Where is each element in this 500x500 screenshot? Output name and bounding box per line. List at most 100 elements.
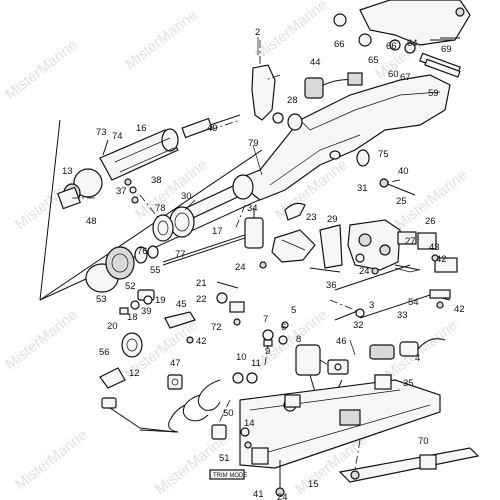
throttle-shaft xyxy=(152,174,254,242)
label-30: 30 xyxy=(181,191,192,202)
label-8: 8 xyxy=(296,334,301,345)
bolt-42 xyxy=(186,336,194,344)
watermark-text: MisterMarine xyxy=(12,426,91,493)
label-45: 45 xyxy=(176,299,187,310)
knob-12 xyxy=(99,332,143,389)
label-21: 21 xyxy=(196,278,207,289)
label-60: 60 xyxy=(388,69,399,80)
label-74: 74 xyxy=(112,131,123,142)
label-17: 17 xyxy=(212,226,223,237)
label-10: 10 xyxy=(236,352,247,363)
label-66-b: 66 xyxy=(386,41,397,52)
gear-78 xyxy=(152,214,174,242)
bush-28 xyxy=(287,113,303,131)
label-11: 11 xyxy=(251,358,261,369)
tiller-arm-79 xyxy=(233,74,451,201)
label-51: 51 xyxy=(219,453,230,464)
watermark-text: MisterMarine xyxy=(2,306,81,373)
label-49: 49 xyxy=(207,123,218,134)
label-59: 59 xyxy=(428,88,439,99)
label-79: 79 xyxy=(248,138,259,149)
label-5: 5 xyxy=(291,305,296,316)
label-77: 77 xyxy=(175,249,186,260)
label-19: 19 xyxy=(155,295,166,306)
part-35 xyxy=(374,374,392,390)
label-54: 54 xyxy=(408,297,419,308)
label-33: 33 xyxy=(397,310,408,321)
label-41: 41 xyxy=(253,489,264,500)
label-47: 47 xyxy=(170,358,181,369)
label-69: 69 xyxy=(441,44,452,55)
part-number-labels: 2 3 4 5 6 7 8 9 10 11 12 13 14 15 16 17 … xyxy=(62,27,465,500)
bolt-24 xyxy=(371,267,379,275)
label-6: 6 xyxy=(281,322,286,333)
label-40: 40 xyxy=(398,166,409,177)
bolt-40 xyxy=(329,149,416,196)
watermark-text: MisterMarine xyxy=(2,36,81,103)
bottom-cover-15 xyxy=(239,379,441,469)
label-36: 36 xyxy=(326,280,337,291)
bolt-24 xyxy=(259,261,267,269)
bracket-29 xyxy=(309,224,343,273)
grip-end-parts xyxy=(85,245,159,293)
watermark-text: MisterMarine xyxy=(152,431,231,498)
bracket-34 xyxy=(244,208,264,249)
label-29: 29 xyxy=(327,214,338,225)
label-52: 52 xyxy=(125,281,136,292)
label-24-b: 24 xyxy=(359,266,370,277)
gear-30 xyxy=(169,206,195,238)
label-3: 3 xyxy=(369,300,374,311)
label-73: 73 xyxy=(96,127,107,138)
label-37: 37 xyxy=(116,186,127,197)
bolt-59 xyxy=(424,58,461,78)
label-67: 67 xyxy=(400,72,411,83)
label-50: 50 xyxy=(223,408,234,419)
label-26: 26 xyxy=(425,216,436,227)
label-55: 55 xyxy=(150,265,161,276)
label-24-c: 24 xyxy=(277,492,288,500)
stop-switch-cord xyxy=(139,372,258,433)
bracket-70 xyxy=(338,447,480,483)
trim-mode-label: TRIM MODE xyxy=(213,473,247,479)
label-31: 31 xyxy=(357,183,368,194)
mechanism-27 xyxy=(347,219,417,271)
watermark-text: MisterMarine xyxy=(252,0,331,63)
label-56: 56 xyxy=(99,347,110,358)
label-25: 25 xyxy=(396,196,407,207)
throttle-grip-2 xyxy=(251,64,284,124)
throttle-end-13 xyxy=(57,168,103,210)
label-66-a: 66 xyxy=(334,39,345,50)
label-2: 2 xyxy=(255,27,260,38)
label-42-b: 42 xyxy=(436,254,447,265)
label-34: 34 xyxy=(247,203,258,214)
lever-23 xyxy=(271,202,316,263)
cables xyxy=(334,264,451,321)
label-35: 35 xyxy=(403,378,414,389)
small-screws xyxy=(102,139,139,204)
label-70: 70 xyxy=(418,436,429,447)
detail-outline-line xyxy=(39,119,61,301)
label-28: 28 xyxy=(287,95,298,106)
bolt-42 xyxy=(431,254,439,262)
label-4: 4 xyxy=(415,353,420,364)
cable-49 xyxy=(181,114,241,139)
label-65: 65 xyxy=(368,55,379,66)
detail-outline-line xyxy=(39,149,263,301)
label-72: 72 xyxy=(211,322,222,333)
label-7: 7 xyxy=(263,314,268,325)
label-24-a: 24 xyxy=(235,262,246,273)
label-27: 27 xyxy=(405,236,416,247)
label-23: 23 xyxy=(306,212,317,223)
label-48: 48 xyxy=(86,216,97,227)
label-18: 18 xyxy=(127,312,138,323)
label-44: 44 xyxy=(310,57,321,68)
label-16: 16 xyxy=(136,123,147,134)
label-64: 64 xyxy=(407,38,418,49)
parts-50-51: TRIM MODE xyxy=(209,424,252,480)
label-20: 20 xyxy=(107,321,118,332)
watermark-text: MisterMarine xyxy=(122,6,201,73)
label-43: 43 xyxy=(429,242,440,253)
label-9: 9 xyxy=(265,346,270,357)
